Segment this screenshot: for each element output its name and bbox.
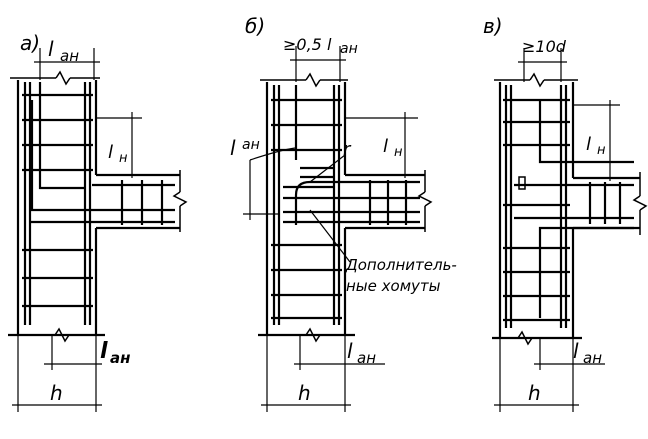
panel-b-callout-line-2: ные хомуты xyxy=(346,277,441,295)
panel-b-label: б) xyxy=(245,14,265,38)
panel-b-additional-stirrups xyxy=(283,166,334,189)
panel-b: б) xyxy=(230,14,457,412)
panel-b-dimension-lines xyxy=(243,46,418,412)
panel-a-bottom-break xyxy=(54,327,70,343)
panel-a-stirrups xyxy=(22,93,164,308)
panel-c-width-dimension: h xyxy=(528,381,541,405)
panel-b-width-dimension: h xyxy=(298,381,311,405)
panel-a-top-break xyxy=(10,70,100,86)
panel-b-top-break xyxy=(260,72,348,88)
panel-b-concrete-outline xyxy=(258,82,425,337)
panel-b-top-dimension-subscript: ан xyxy=(340,41,358,57)
panel-c-bottom-break xyxy=(517,330,533,346)
panel-a-right-break xyxy=(172,170,188,232)
panel-a-side-dimension-subscript: н xyxy=(119,151,128,166)
panel-c-stirrups xyxy=(503,98,622,322)
panel-a: а) xyxy=(8,31,188,412)
panel-c-anchor-plate xyxy=(518,176,526,190)
panel-a-dimension-lines xyxy=(12,48,142,412)
panel-b-left-dimension-subscript: ан xyxy=(242,137,260,153)
panel-a-top-dimension: l xyxy=(48,37,54,61)
panel-a-side-dimension: l xyxy=(108,142,113,163)
panel-c-bottom-dimension-subscript: ан xyxy=(583,349,602,367)
panel-b-radius-label: r xyxy=(343,139,352,160)
panel-b-bottom-dimension-subscript: ан xyxy=(357,349,376,367)
panel-b-callout-line-1: Дополнитель- xyxy=(345,256,457,274)
panel-b-bottom-break xyxy=(305,327,321,343)
panel-c-side-dimension-subscript: н xyxy=(597,143,606,158)
panel-c-dimension-lines xyxy=(494,48,620,412)
panel-a-bottom-dimension-subscript: ан xyxy=(110,349,131,367)
panel-a-top-dimension-subscript: ан xyxy=(60,47,79,65)
panel-c-top-dimension: ≥10d xyxy=(522,37,567,56)
panel-b-right-break xyxy=(417,170,433,232)
panel-c-side-dimension: l xyxy=(586,134,591,155)
panel-c-top-break xyxy=(494,72,578,88)
panel-b-side-dimension: l xyxy=(383,136,388,157)
panel-b-left-dimension: l xyxy=(230,136,236,160)
panel-c-longitudinal-bars xyxy=(504,85,634,328)
panel-c: в) xyxy=(483,14,648,412)
panel-a-concrete-outline xyxy=(8,80,180,337)
panel-b-side-dimension-subscript: н xyxy=(394,145,403,160)
panel-c-bottom-dimension: l xyxy=(573,339,579,363)
panel-b-top-dimension: ≥0,5 l xyxy=(283,35,332,54)
panel-a-label: а) xyxy=(20,31,40,55)
panel-a-width-dimension: h xyxy=(50,381,63,405)
panel-c-label: в) xyxy=(483,14,503,38)
panel-b-bottom-dimension: l xyxy=(347,339,353,363)
panel-c-right-break xyxy=(632,172,648,235)
panel-a-bottom-dimension: l xyxy=(100,339,108,364)
panel-a-longitudinal-bars xyxy=(23,82,175,325)
